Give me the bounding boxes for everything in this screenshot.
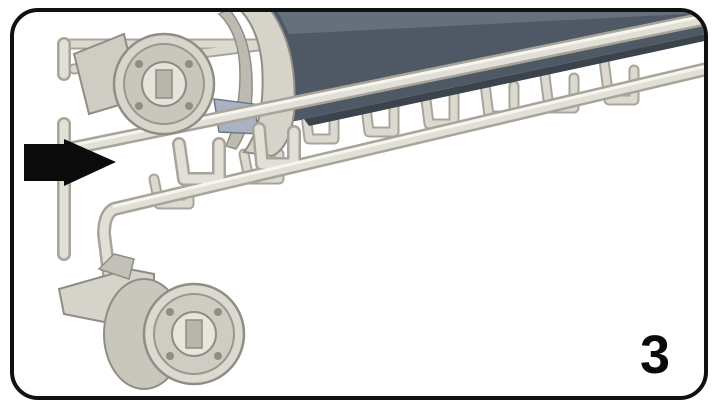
arrow-right-icon	[24, 139, 116, 186]
step-number: 3	[639, 325, 670, 385]
upper-rack-wheel	[72, 32, 216, 136]
instruction-panel: 3	[10, 8, 708, 400]
dishwasher-rack-illustration	[24, 12, 704, 390]
lower-rack-wheel	[57, 253, 246, 390]
